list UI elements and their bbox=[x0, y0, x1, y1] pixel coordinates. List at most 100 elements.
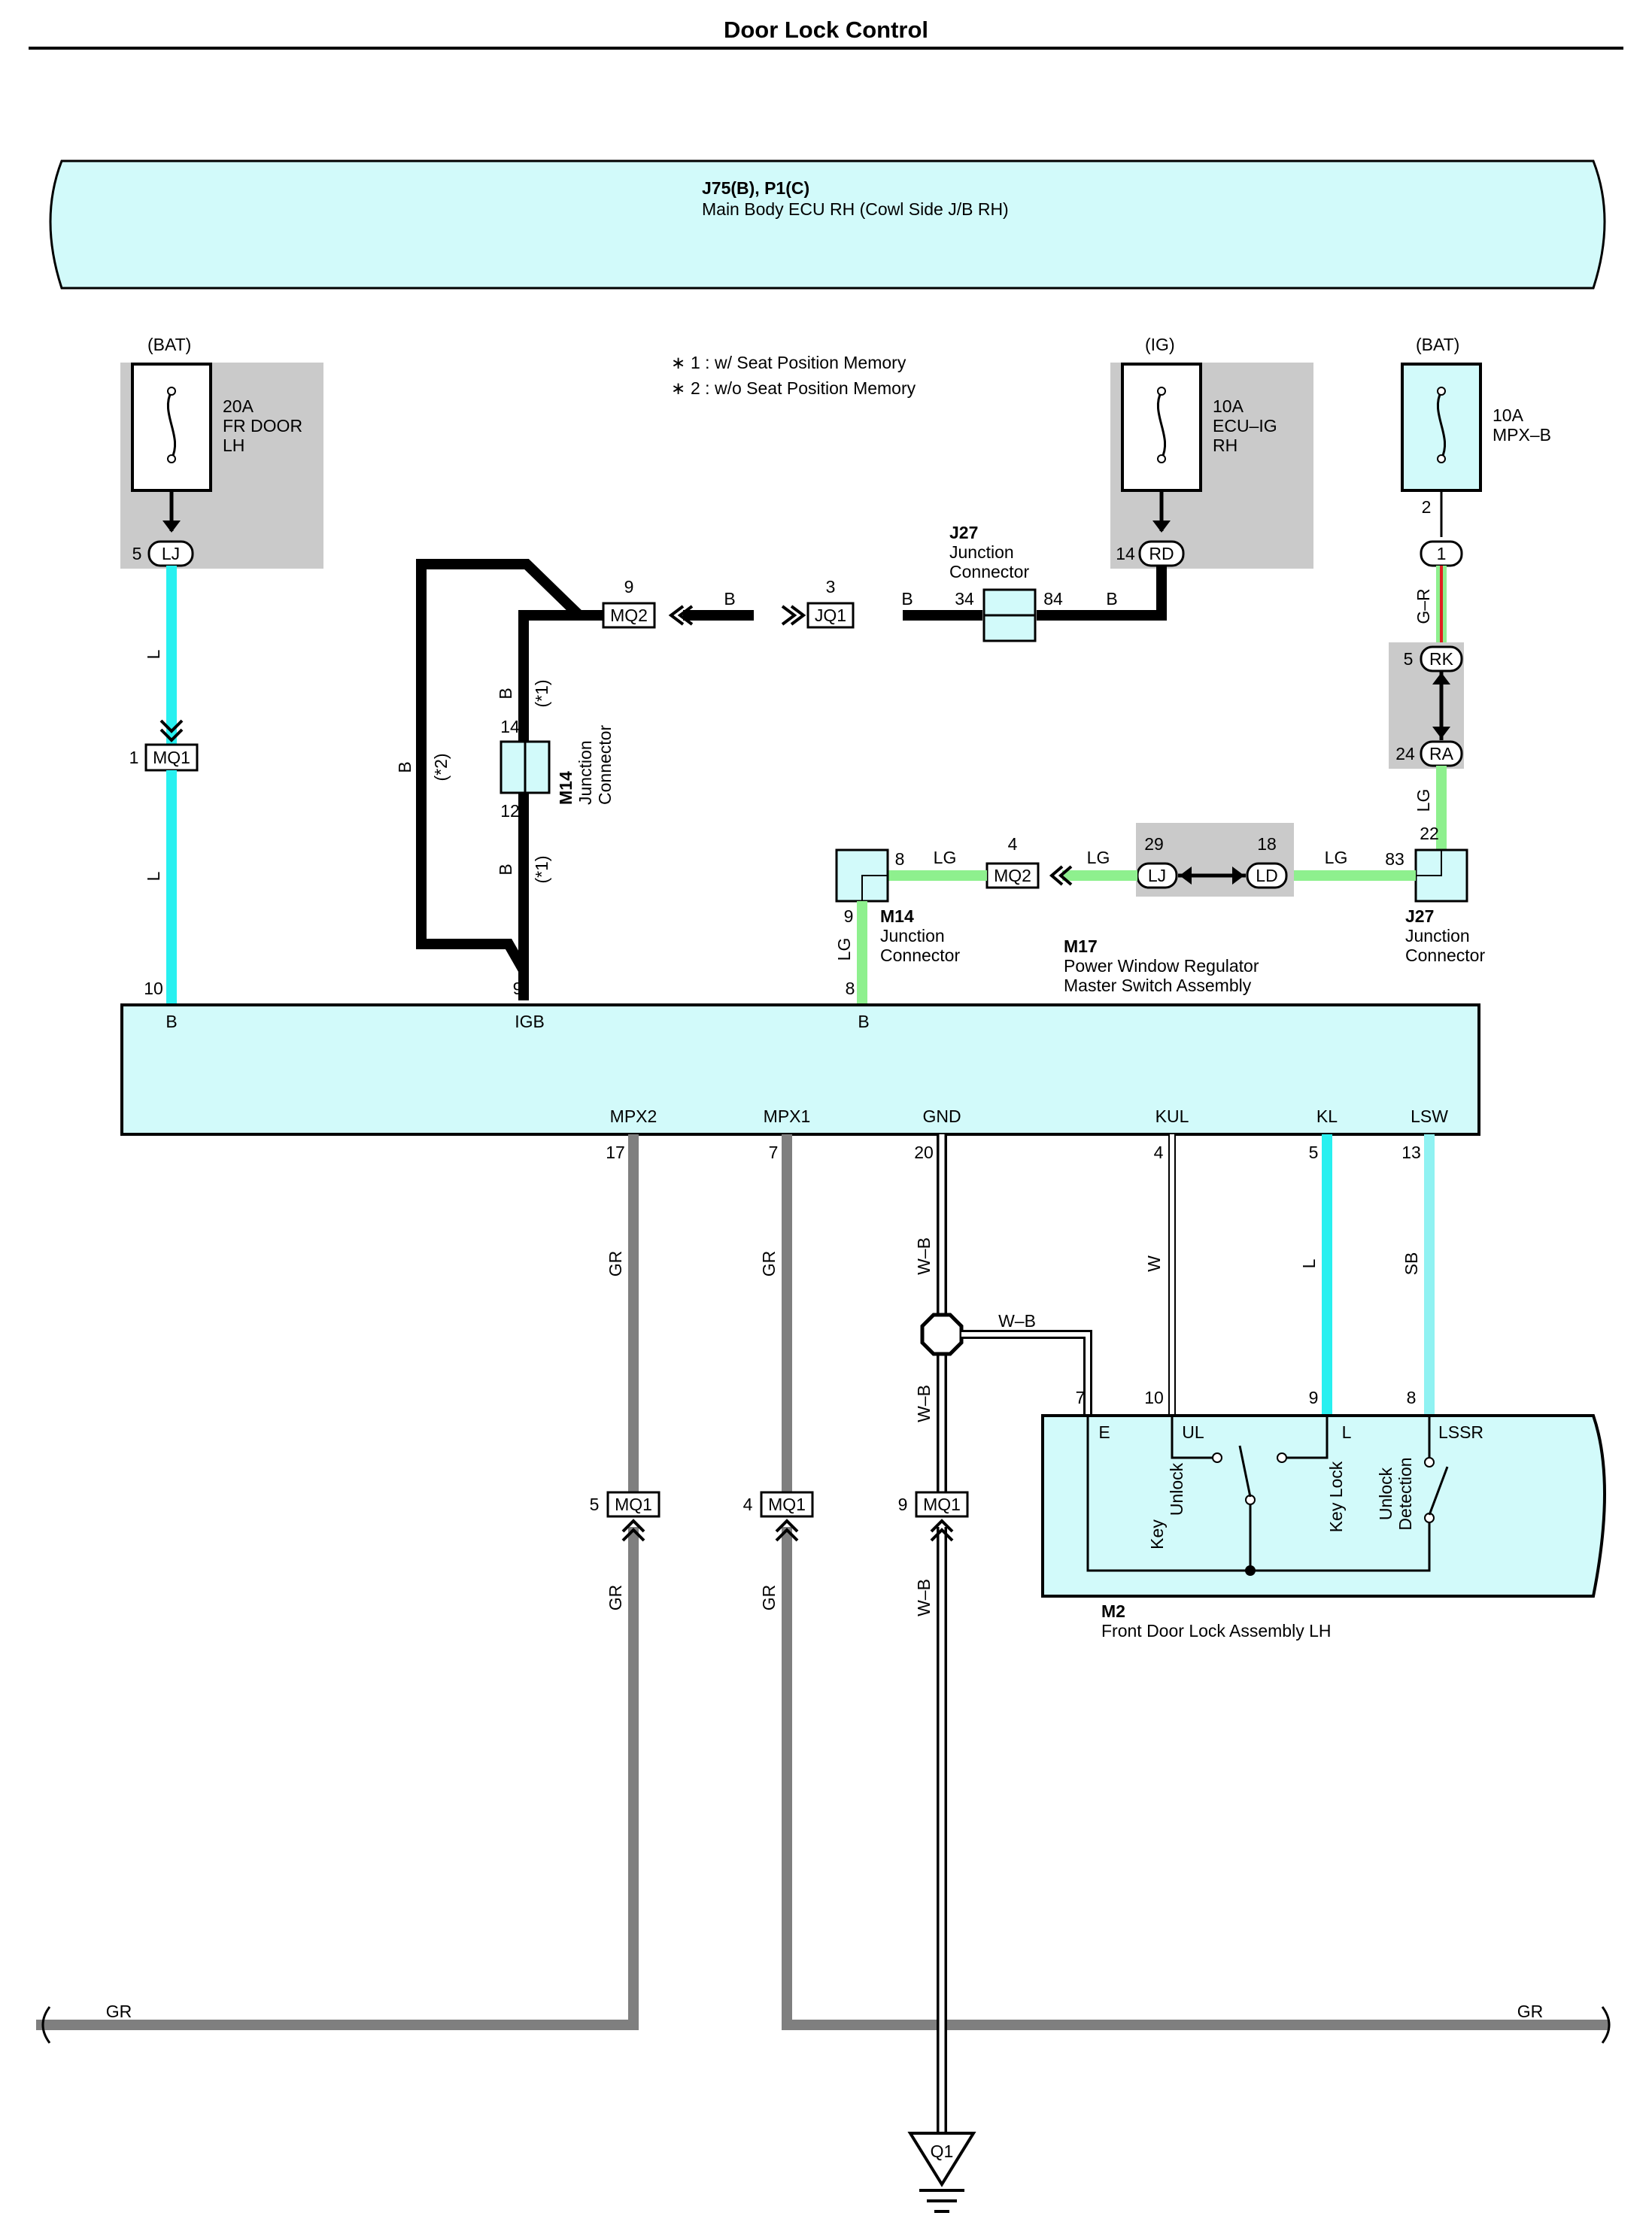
bat2-pin: 2 bbox=[1422, 497, 1432, 517]
arrowhead bbox=[1180, 867, 1192, 885]
m17-top-term-2: IGB bbox=[515, 1012, 545, 1031]
wire-gr-mpx2 bbox=[36, 1134, 639, 2030]
bat2-connector-label: 1 bbox=[1437, 544, 1447, 563]
door-lock-id: M2 bbox=[1101, 1601, 1125, 1621]
wire-gr-label-1: GR bbox=[606, 1251, 625, 1277]
door-lock-term-ul: UL bbox=[1182, 1422, 1204, 1442]
j27-top-pin-a: 34 bbox=[955, 589, 974, 609]
wire-lg-label-h2: LG bbox=[1087, 848, 1110, 867]
wire-gr-label-3: GR bbox=[606, 1585, 625, 1611]
sw-unlock-det-2: Detection bbox=[1395, 1457, 1415, 1530]
wire-segment bbox=[668, 605, 694, 626]
rk-label: RK bbox=[1429, 649, 1454, 669]
m17-line1: Power Window Regulator bbox=[1064, 956, 1259, 976]
splice-point bbox=[920, 1313, 964, 1356]
mq2-top-label: MQ2 bbox=[610, 606, 648, 625]
ig-label: (IG) bbox=[1145, 335, 1175, 354]
rk-pin: 5 bbox=[1404, 649, 1414, 669]
m17-pin-kul: 4 bbox=[1154, 1143, 1164, 1162]
wire-gr-label-left: GR bbox=[106, 2002, 132, 2021]
ig-name-1: ECU–IG bbox=[1213, 416, 1277, 436]
jq1-label: JQ1 bbox=[815, 606, 846, 625]
door-lock-term-l: L bbox=[1342, 1422, 1352, 1442]
wire-segment bbox=[1432, 672, 1450, 684]
wire-wb-label-3: W–B bbox=[914, 1579, 934, 1616]
ra-pin: 24 bbox=[1395, 744, 1415, 763]
wire-l-label-2: L bbox=[144, 871, 163, 881]
m17-pin-mpx1: 7 bbox=[769, 1143, 779, 1162]
wire-wb-label-1: W–B bbox=[914, 1237, 934, 1275]
wire-lg-right-label: LG bbox=[1414, 789, 1433, 812]
m14-vert-pin-a: 14 bbox=[500, 717, 520, 736]
wire-wb-label-2: W–B bbox=[914, 1385, 934, 1422]
m17-pin-kl: 5 bbox=[1309, 1143, 1319, 1162]
arrowhead bbox=[1152, 521, 1171, 533]
bat2-amp: 10A bbox=[1493, 405, 1524, 425]
door-lock-pin-e: 7 bbox=[1076, 1388, 1086, 1407]
page-title: Door Lock Control bbox=[724, 17, 928, 43]
wire-lg-label-h1: LG bbox=[1325, 848, 1348, 867]
m17-line2: Master Switch Assembly bbox=[1064, 976, 1252, 995]
lj-lower-pin: 29 bbox=[1144, 834, 1164, 854]
ecu-block-id: J75(B), P1(C) bbox=[702, 178, 809, 198]
fuse-terminal-dot bbox=[1437, 454, 1446, 463]
m14-lower-pin-b: 9 bbox=[844, 906, 854, 926]
m14-vert-line2: Connector bbox=[595, 725, 615, 805]
shape bbox=[1415, 849, 1442, 876]
note-star-2: ∗ bbox=[671, 378, 685, 398]
m14-vert-id: M14 bbox=[556, 771, 575, 805]
jq1-pin: 3 bbox=[826, 577, 836, 596]
fuse-terminal-dot bbox=[167, 454, 176, 463]
ra-label: RA bbox=[1429, 744, 1454, 763]
lj-lower-label: LJ bbox=[1148, 866, 1166, 885]
lj-connector-top-pin: 5 bbox=[132, 544, 142, 563]
mq1-left-label: MQ1 bbox=[153, 748, 190, 767]
mq1-c-connector bbox=[915, 1491, 969, 1518]
sw-unlock-det-1: Unlock bbox=[1376, 1467, 1395, 1520]
m17-term-gnd: GND bbox=[922, 1106, 961, 1126]
j27-top-line1: Junction bbox=[949, 542, 1014, 562]
wire-b-label-top-b: B bbox=[901, 589, 913, 609]
m17-top-term-3: B bbox=[858, 1012, 869, 1031]
m17-block bbox=[120, 1003, 1480, 1136]
wire-l-label-1: L bbox=[144, 649, 163, 659]
door-lock-pin-ul: 10 bbox=[1144, 1388, 1164, 1407]
m17-top-pin-3: 8 bbox=[846, 979, 855, 998]
ld-lower-label: LD bbox=[1256, 866, 1277, 885]
wire-g-r-label: G–R bbox=[1414, 588, 1433, 624]
m17-term-mpx2: MPX2 bbox=[610, 1106, 657, 1126]
j27-top-id: J27 bbox=[949, 523, 978, 542]
door-lock-pin-lssr: 8 bbox=[1407, 1388, 1417, 1407]
m14-lower-line1: Junction bbox=[880, 926, 945, 946]
door-lock-switch-lever bbox=[1238, 1445, 1252, 1498]
fuse-terminal-dot bbox=[167, 387, 176, 396]
wire-segment bbox=[621, 1519, 645, 1542]
fuse-terminal-dot bbox=[1157, 387, 1166, 396]
shape bbox=[861, 875, 888, 902]
sw-key-lock: Key Lock bbox=[1326, 1461, 1346, 1532]
mq1-b-label: MQ1 bbox=[768, 1495, 806, 1514]
ld-lower-connector bbox=[1246, 862, 1288, 889]
door-lock-internal-circuit bbox=[1086, 1416, 1431, 1572]
mq1-a-pin: 5 bbox=[590, 1495, 600, 1514]
wire-b-top-run bbox=[518, 566, 1167, 1000]
bat2-label: (BAT) bbox=[1416, 335, 1459, 354]
j27-right-pin-b: 83 bbox=[1385, 849, 1405, 869]
arrowhead bbox=[162, 521, 181, 533]
m17-top-term-1: B bbox=[166, 1012, 177, 1031]
mq1-b-pin: 4 bbox=[743, 1495, 753, 1514]
mq2-top-pin: 9 bbox=[624, 577, 634, 596]
m17-pin-lsw: 13 bbox=[1401, 1143, 1421, 1162]
m14-lower-id: M14 bbox=[880, 906, 914, 926]
ecu-block-name: Main Body ECU RH (Cowl Side J/B RH) bbox=[702, 199, 1009, 219]
break-right bbox=[1601, 2006, 1611, 2044]
m17-pin-gnd: 20 bbox=[914, 1143, 934, 1162]
sw-key-unlock-1: Key bbox=[1147, 1519, 1167, 1550]
fuse-terminal-dot bbox=[1157, 454, 1166, 463]
mq1-a-connector bbox=[606, 1491, 660, 1518]
j27-right-id: J27 bbox=[1405, 906, 1434, 926]
door-lock-block bbox=[1041, 1414, 1606, 1598]
mq2-lower-label: MQ2 bbox=[994, 866, 1031, 885]
j27-right-pin-a: 22 bbox=[1420, 824, 1439, 843]
